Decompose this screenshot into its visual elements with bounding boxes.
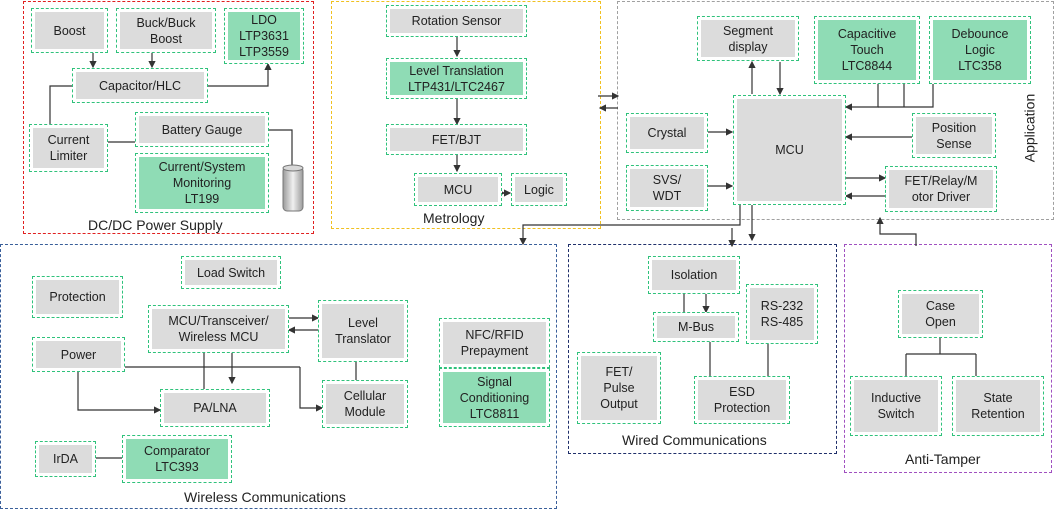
load-switch-block: Load Switch — [181, 256, 281, 289]
protection-block: Protection — [32, 276, 123, 318]
battery-icon — [280, 163, 306, 220]
comparator-block: Comparator LTC393 — [122, 435, 232, 483]
rotation-sensor-block: Rotation Sensor — [386, 5, 527, 37]
buck-boost-block: Buck/Buck Boost — [116, 8, 216, 53]
group-metrology — [331, 1, 601, 229]
metrology-group-title: Metrology — [423, 210, 485, 226]
fet-pulse-output-block: FET/ Pulse Output — [577, 352, 661, 424]
crystal-block: Crystal — [626, 113, 708, 153]
esd-protection-block: ESD Protection — [694, 376, 790, 424]
group-anti-tamper — [844, 244, 1052, 473]
fet-bjt-block: FET/BJT — [386, 124, 527, 155]
case-open-block: Case Open — [898, 290, 983, 338]
application-mcu-block: MCU — [733, 95, 846, 205]
cellular-module-block: Cellular Module — [322, 380, 408, 428]
wireless-group-title: Wireless Communications — [184, 489, 346, 505]
signal-conditioning-block: Signal Conditioning LTC8811 — [439, 368, 550, 427]
level-translator-block: Level Translator — [318, 300, 408, 362]
position-sense-block: Position Sense — [912, 113, 996, 158]
metrology-mcu-block: MCU — [414, 173, 502, 206]
capacitive-touch-block: Capacitive Touch LTC8844 — [814, 16, 920, 84]
isolation-block: Isolation — [648, 256, 740, 294]
group-wireless-communications — [0, 244, 557, 509]
power-block: Power — [32, 337, 125, 372]
current-monitoring-block: Current/System Monitoring LT199 — [135, 153, 269, 213]
pa-lna-block: PA/LNA — [160, 389, 270, 427]
current-limiter-block: Current Limiter — [29, 124, 108, 172]
level-translation-block: Level Translation LTP431/LTC2467 — [386, 58, 527, 99]
power-group-title: DC/DC Power Supply — [88, 217, 223, 233]
irda-block: IrDA — [35, 441, 96, 477]
logic-block: Logic — [511, 173, 567, 206]
mcu-transceiver-block: MCU/Transceiver/ Wireless MCU — [148, 305, 289, 353]
group-dc-dc-power-supply — [23, 1, 314, 234]
group-wired-communications — [568, 244, 837, 454]
rs232-rs485-block: RS-232 RS-485 — [746, 284, 818, 344]
tamper-group-title: Anti-Tamper — [905, 451, 981, 467]
inductive-switch-block: Inductive Switch — [850, 376, 942, 436]
m-bus-block: M-Bus — [653, 312, 739, 342]
wired-group-title: Wired Communications — [622, 432, 767, 448]
segment-display-block: Segment display — [697, 16, 799, 61]
ldo-block: LDO LTP3631 LTP3559 — [224, 8, 304, 64]
svs-wdt-block: SVS/ WDT — [626, 165, 708, 211]
fet-relay-motor-driver-block: FET/Relay/M otor Driver — [885, 166, 997, 212]
boost-block: Boost — [31, 8, 108, 53]
state-retention-block: State Retention — [952, 376, 1044, 436]
group-application — [617, 1, 1054, 220]
capacitor-hlc-block: Capacitor/HLC — [72, 68, 208, 103]
nfc-rfid-prepayment-block: NFC/RFID Prepayment — [439, 318, 550, 368]
debounce-logic-block: Debounce Logic LTC358 — [929, 16, 1031, 84]
battery-gauge-block: Battery Gauge — [135, 112, 269, 147]
